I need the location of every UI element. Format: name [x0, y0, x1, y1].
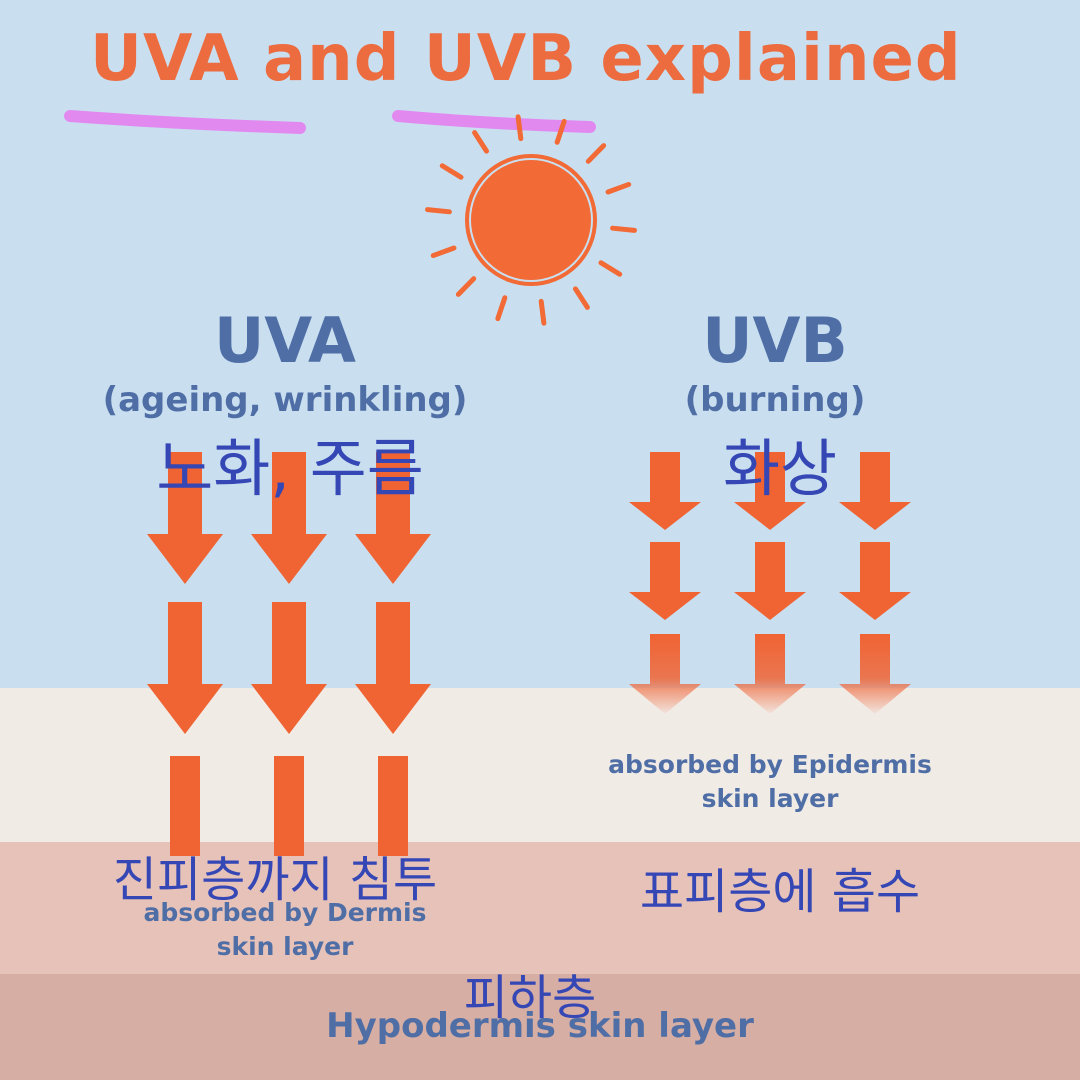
sun-ray — [439, 163, 464, 180]
sun-ray — [585, 143, 607, 164]
ray-segment — [170, 756, 200, 856]
sun-ray — [430, 245, 457, 259]
uva-heading: UVA — [213, 304, 357, 377]
sun-ray — [605, 181, 632, 195]
sun-ray — [610, 225, 637, 233]
sun-ray — [598, 260, 623, 277]
hypodermis-label: Hypodermis skin layer — [326, 1006, 754, 1046]
down-arrow-icon — [629, 634, 701, 714]
uva-effect: (ageing, wrinkling) — [102, 380, 468, 420]
uva-absorbed-line1: absorbed by Dermis — [143, 898, 427, 927]
sun-ring — [465, 154, 597, 286]
down-arrow-icon — [355, 452, 431, 584]
highlight-marks — [64, 110, 596, 134]
hypodermis-layer — [0, 974, 1080, 1080]
down-arrow-icon — [839, 452, 911, 530]
uvb-absorbed-line1: absorbed by Epidermis — [608, 750, 932, 779]
highlight-mark-uvb — [392, 110, 596, 133]
uva-korean-effect: 노화, 주름 — [156, 432, 424, 505]
uvb-effect: (burning) — [684, 380, 866, 420]
down-arrow-icon — [734, 634, 806, 714]
hypodermis-korean: 피하층 — [463, 970, 597, 1026]
uvb-absorbed-line2: skin layer — [701, 784, 839, 813]
ray-segment — [378, 756, 408, 856]
down-arrow-icon — [839, 634, 911, 714]
uvb-arrows — [629, 452, 911, 714]
sun-ray — [515, 114, 524, 142]
down-arrow-icon — [251, 452, 327, 584]
sun-ray — [472, 130, 490, 154]
sun-icon — [425, 114, 637, 326]
down-arrow-icon — [629, 542, 701, 620]
uvb-korean-absorbed: 표피층에 흡수 — [639, 864, 921, 920]
highlight-mark-uva — [64, 110, 306, 134]
down-arrow-icon — [629, 452, 701, 530]
down-arrow-icon — [355, 602, 431, 734]
sun-ray — [495, 295, 508, 322]
sun-ray — [538, 298, 547, 326]
sun-ray — [572, 286, 590, 310]
sun-ray — [554, 118, 567, 145]
down-arrow-icon — [839, 542, 911, 620]
uvb-korean-effect: 화상 — [722, 432, 838, 505]
page-title: UVA and UVB explained — [90, 22, 962, 96]
down-arrow-icon — [734, 542, 806, 620]
uva-arrows — [147, 452, 431, 856]
uvb-heading: UVB — [702, 304, 848, 377]
uva-korean-absorbed: 진피층까지 침투 — [112, 852, 438, 908]
dermis-layer — [0, 842, 1080, 974]
sun-disc — [471, 160, 591, 280]
sun-ray — [455, 276, 477, 297]
sun-ray — [425, 207, 452, 215]
ray-segment — [274, 756, 304, 856]
down-arrow-icon — [251, 602, 327, 734]
down-arrow-icon — [734, 452, 806, 530]
down-arrow-icon — [147, 452, 223, 584]
uva-absorbed-line2: skin layer — [216, 932, 354, 961]
down-arrow-icon — [147, 602, 223, 734]
